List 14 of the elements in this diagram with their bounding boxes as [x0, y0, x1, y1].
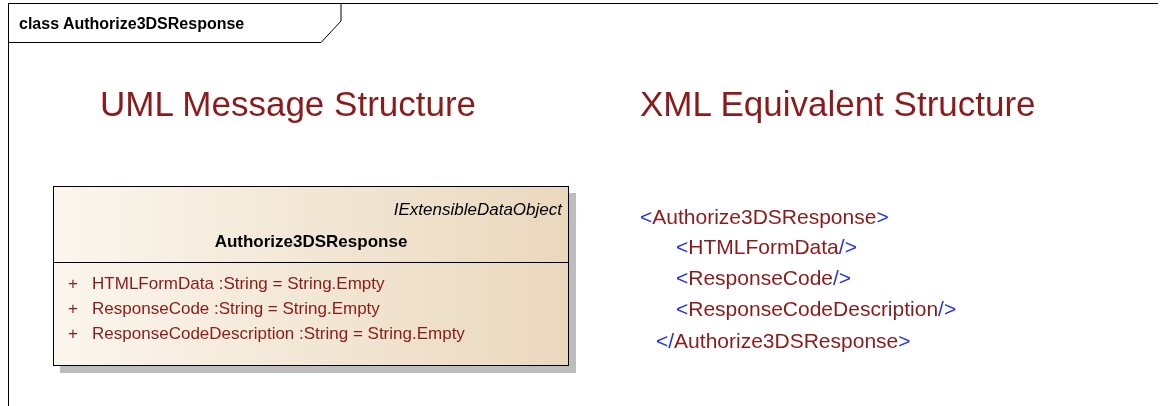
attribute-text: + ResponseCodeDescription :String = String.Empty: [68, 324, 465, 344]
heading: UML Message Structure: [100, 84, 477, 124]
diagram-frame: [8, 3, 1158, 406]
heading: XML Equivalent Structure: [640, 84, 1036, 124]
attribute-text: + ResponseCode :String = String.Empty: [68, 299, 380, 319]
class-name: Authorize3DSResponse: [213, 232, 409, 252]
xml-line: <Authorize3DSResponse>: [640, 205, 889, 229]
xml-line: <ResponseCode/>: [676, 266, 852, 290]
stereotype-label: IExtensibleDataObject: [393, 200, 562, 220]
xml-line: </Authorize3DSResponse>: [656, 329, 911, 353]
attribute-text: + HTMLFormData :String = String.Empty: [68, 274, 385, 294]
xml-line: <HTMLFormData/>: [676, 235, 857, 259]
frame-title: class Authorize3DSResponse: [19, 15, 245, 33]
xml-line: <ResponseCodeDescription/>: [676, 297, 957, 321]
